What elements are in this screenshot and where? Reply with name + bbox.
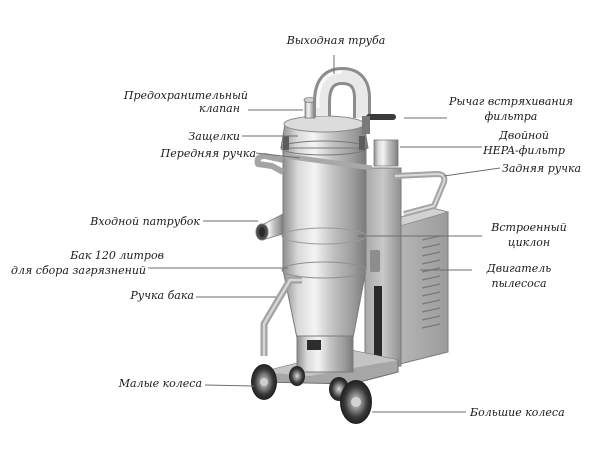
leader-lines [148, 55, 501, 413]
label-safety-valve-line2: клапан [198, 102, 240, 115]
hepa-housing [373, 139, 399, 167]
cabinet-vents [421, 235, 441, 329]
label-double-filter-line1: Двойной [498, 129, 549, 142]
label-latches: Защелки [188, 130, 240, 143]
label-outlet-pipe: Выходная труба [286, 34, 386, 47]
rear-handle-bar [394, 171, 448, 217]
tank [280, 115, 369, 373]
label-rear-handle: Задняя ручка [502, 162, 582, 175]
outlet-pipe-shape [313, 66, 371, 118]
rear-frame [364, 167, 402, 367]
label-safety-valve-line1: Предохранительный [123, 89, 248, 102]
label-shaker-lever-line2: фильтра [484, 110, 538, 123]
large-wheel-main [340, 380, 372, 424]
shaker-lever [362, 114, 396, 134]
label-tank-line2: для сбора загрязнений [11, 264, 146, 277]
label-cyclone-line2: циклон [507, 236, 551, 249]
label-double-filter-line2: HEPA-фильтр [483, 144, 565, 157]
label-small-wheels: Малые колеса [118, 377, 202, 390]
label-shaker-lever-line1: Рычаг встряхивания [449, 95, 573, 108]
label-front-handle: Передняя ручка [160, 147, 256, 160]
label-motor-line2: пылесоса [491, 277, 547, 290]
small-wheel-front [251, 364, 277, 400]
label-tank-handle: Ручка бака [130, 289, 194, 302]
label-large-wheels: Большие колеса [470, 406, 565, 419]
small-wheel-rear [289, 366, 305, 386]
label-cyclone-line1: Встроенный [491, 221, 567, 234]
inlet-pipe [255, 213, 284, 241]
front-handle-bar [254, 153, 285, 175]
label-tank-line1: Бак 120 литров [70, 249, 164, 262]
label-motor-line1: Двигатель [486, 262, 552, 275]
label-inlet: Входной патрубок [90, 215, 200, 228]
